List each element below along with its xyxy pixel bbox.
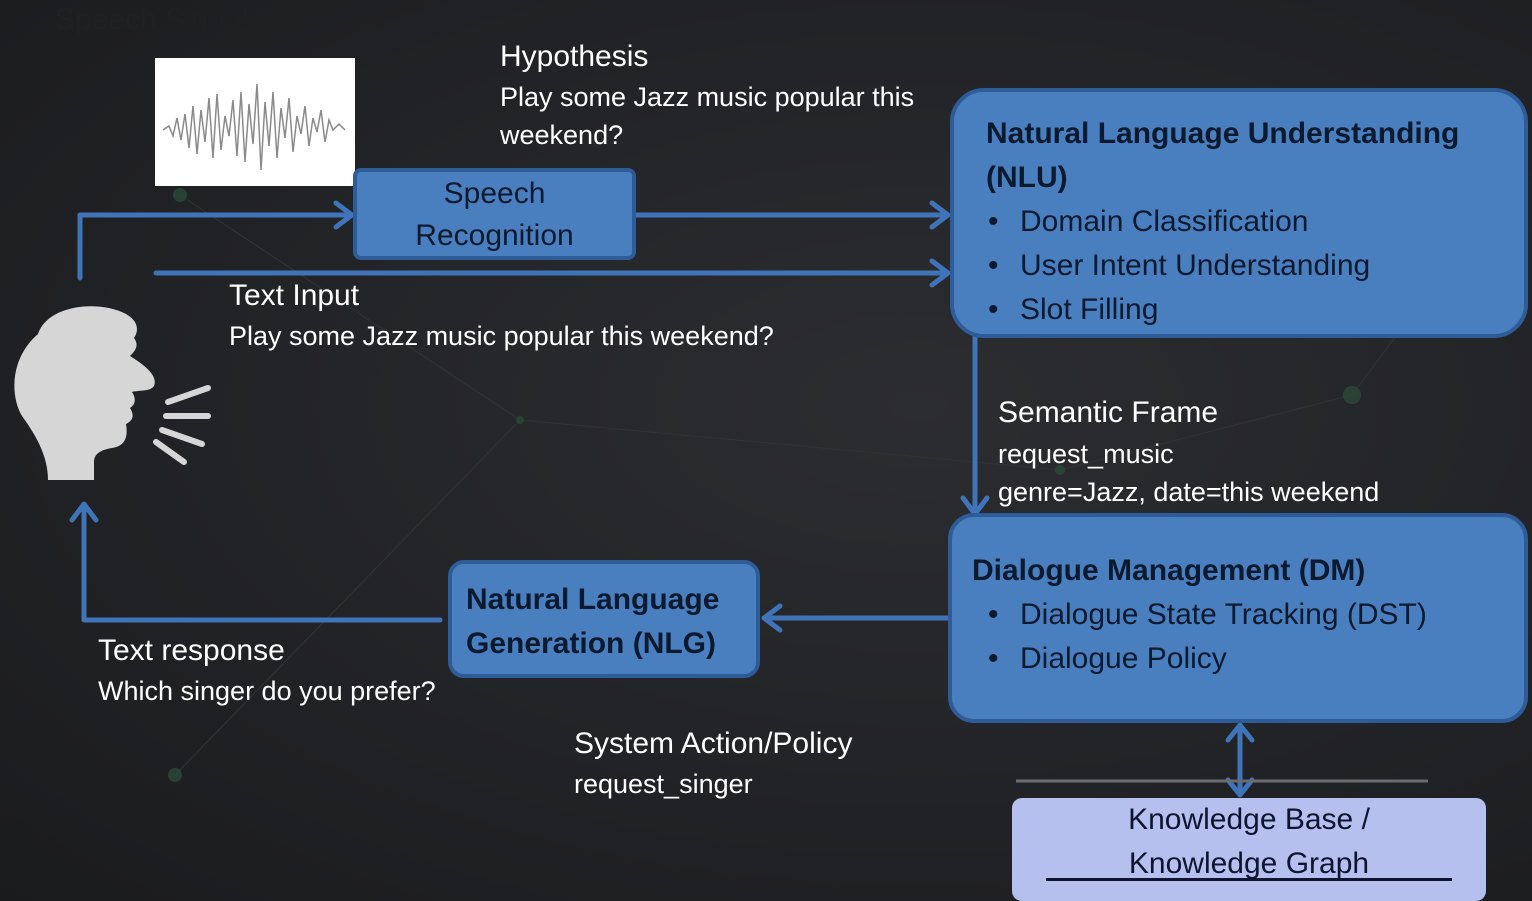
nlu-item-user-intent: User Intent Understanding (986, 244, 1524, 288)
nlu-box: Natural Language Understanding (NLU) Dom… (950, 88, 1528, 338)
speech-signal-label: Speech Signal (55, 3, 249, 36)
hypothesis-text-line1: Play some Jazz music popular this (500, 82, 915, 112)
kb-underline (1046, 878, 1452, 881)
dm-task-list: Dialogue State Tracking (DST) Dialogue P… (986, 593, 1524, 681)
kb-label-line2: Knowledge Graph (1128, 847, 1370, 880)
asr-label-line2: Recognition (415, 219, 574, 252)
hypothesis-text-line2: weekend? (500, 120, 624, 150)
nlu-title-line2: (NLU) (986, 161, 1068, 194)
hypothesis-title: Hypothesis (500, 40, 649, 73)
dm-item-dialogue-policy: Dialogue Policy (986, 637, 1524, 681)
system-action-text: request_singer (574, 769, 753, 799)
nlu-item-domain-classification: Domain Classification (986, 200, 1524, 244)
nlg-title-line1: Natural Language (466, 583, 720, 616)
text-response-title: Text response (98, 634, 285, 667)
dm-box: Dialogue Management (DM) Dialogue State … (948, 513, 1528, 723)
knowledge-base-box: Knowledge Base / Knowledge Graph (1012, 798, 1486, 901)
nlg-title-line2: Generation (NLG) (466, 627, 717, 660)
speech-waveform-icon (155, 58, 355, 186)
nlu-title-line1: Natural Language Understanding (986, 117, 1460, 150)
nlg-box: Natural Language Generation (NLG) (448, 560, 760, 678)
text-input-title: Text Input (229, 279, 360, 312)
kb-label-line1: Knowledge Base / (1128, 803, 1370, 836)
semantic-frame-line2: genre=Jazz, date=this weekend (998, 477, 1380, 507)
semantic-frame-line1: request_music (998, 439, 1174, 469)
asr-label-line1: Speech (443, 177, 546, 210)
text-response-text: Which singer do you prefer? (98, 676, 436, 706)
system-action-title: System Action/Policy (574, 727, 853, 760)
semantic-frame-title: Semantic Frame (998, 396, 1219, 429)
speech-recognition-box: Speech Recognition (353, 168, 636, 260)
dm-title: Dialogue Management (DM) (972, 554, 1366, 587)
user-to-asr-arrow (77, 212, 353, 281)
text-input-text: Play some Jazz music popular this weeken… (229, 321, 774, 351)
dm-item-state-tracking: Dialogue State Tracking (DST) (986, 593, 1524, 637)
speaking-head-icon (8, 298, 218, 488)
nlg-to-user-arrow (81, 503, 443, 623)
nlu-item-slot-filling: Slot Filling (986, 288, 1524, 332)
nlu-task-list: Domain Classification User Intent Unders… (986, 200, 1524, 332)
